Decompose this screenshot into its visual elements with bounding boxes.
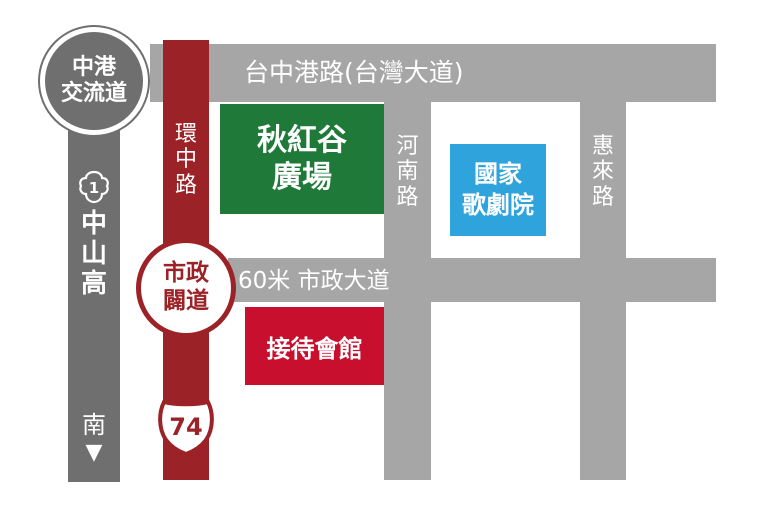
huanzhong-road-label: 環 中 路 bbox=[163, 122, 209, 198]
provincial-route-shield-icon: 74 bbox=[158, 399, 214, 456]
he-nan-road-label: 河 南 路 bbox=[384, 134, 431, 210]
he-nan-road-char-1: 河 bbox=[396, 134, 419, 159]
taichung-port-road bbox=[150, 44, 716, 102]
hui-lai-road-strip bbox=[580, 102, 626, 480]
zhongshan-freeway-char-3: 高 bbox=[80, 268, 107, 299]
shizheng-exit-line-2: 闢道 bbox=[163, 288, 209, 314]
he-nan-road-char-2: 南 bbox=[396, 159, 419, 185]
shizheng-avenue-road bbox=[228, 258, 716, 302]
zhongshan-freeway-char-1: 中 bbox=[80, 209, 107, 239]
shizheng-avenue-label: 60米 市政大道 bbox=[238, 268, 390, 294]
zhongshan-freeway-label: 中 山 高 bbox=[68, 209, 120, 300]
huanzhong-road-char-3: 路 bbox=[174, 172, 197, 198]
hui-lai-road-label: 惠 來 路 bbox=[580, 134, 626, 210]
shizheng-exit-line-1: 市政 bbox=[163, 260, 209, 287]
shizheng-exit: 市政 闢道 bbox=[136, 238, 236, 338]
autumn-red-valley-line-1: 秋紅谷 bbox=[257, 122, 347, 158]
national-opera-house: 國家 歌劇院 bbox=[450, 144, 546, 236]
huanzhong-road-char-1: 環 bbox=[174, 122, 197, 147]
port-interchange-line-2: 交流道 bbox=[60, 81, 127, 106]
hui-lai-road-char-3: 路 bbox=[591, 184, 614, 210]
zhongshan-freeway-road bbox=[68, 115, 120, 482]
south-direction: 南 ▼ bbox=[68, 411, 120, 465]
he-nan-road-char-3: 路 bbox=[396, 184, 419, 210]
port-interchange: 中港 交流道 bbox=[40, 27, 148, 135]
national-opera-line-2: 歌劇院 bbox=[462, 191, 534, 219]
he-nan-road-strip bbox=[384, 102, 431, 480]
south-direction-label: 南 bbox=[82, 411, 106, 439]
freeway-shield-icon: 1 bbox=[79, 170, 109, 204]
south-arrow-icon: ▼ bbox=[85, 439, 103, 465]
hui-lai-road-char-1: 惠 bbox=[591, 134, 614, 159]
port-interchange-line-1: 中港 bbox=[71, 54, 116, 80]
zhongshan-freeway-char-2: 山 bbox=[80, 238, 107, 269]
freeway-shield-number: 1 bbox=[89, 179, 99, 197]
national-opera-line-1: 國家 bbox=[474, 159, 522, 188]
huanzhong-road-char-2: 中 bbox=[174, 147, 197, 173]
provincial-route-number: 74 bbox=[169, 413, 202, 441]
reception-hall: 接待會館 bbox=[245, 307, 384, 385]
hui-lai-road-char-2: 來 bbox=[591, 159, 614, 185]
autumn-red-valley-plaza: 秋紅谷 廣場 bbox=[220, 104, 384, 214]
reception-hall-label: 接待會館 bbox=[266, 334, 363, 363]
taichung-port-road-label: 台中港路(台灣大道) bbox=[244, 58, 464, 87]
autumn-red-valley-line-2: 廣場 bbox=[272, 160, 332, 195]
